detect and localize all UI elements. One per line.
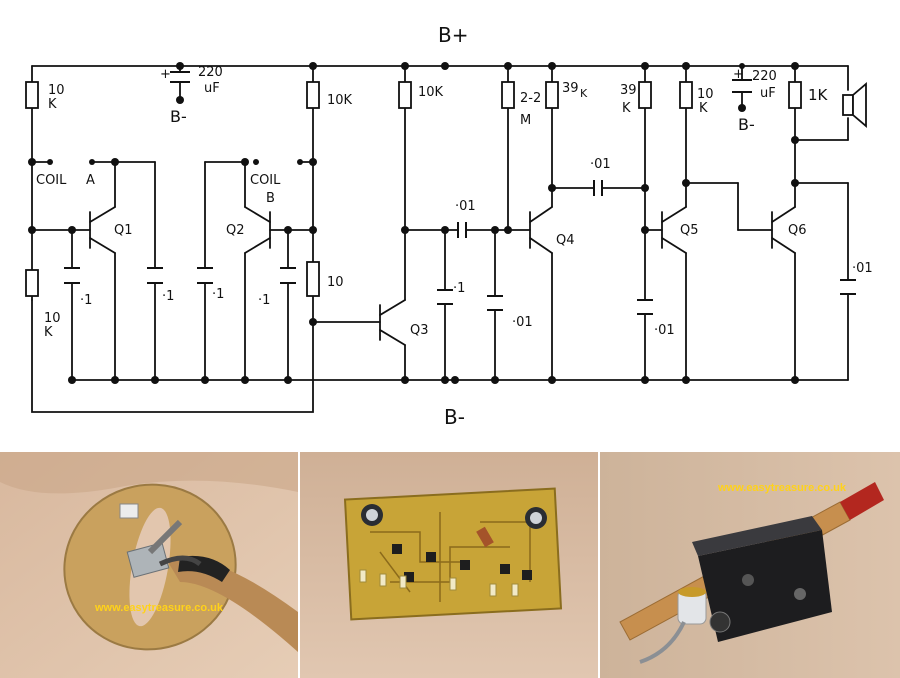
label-c-b4: ·01	[512, 315, 533, 330]
capacitor-c-q2	[280, 267, 296, 284]
label-b-minus: B-	[444, 405, 465, 429]
capacitor-c-b4	[487, 295, 503, 311]
label-r2-unit: K	[44, 325, 53, 340]
junctions	[28, 62, 799, 384]
resistor-r4	[306, 261, 320, 297]
capacitor-c-q2c	[197, 267, 213, 284]
label-r1-value: 10	[48, 83, 65, 98]
capacitor-c-q1c	[147, 267, 163, 284]
label-c1-plus: +	[160, 67, 171, 82]
resistor-r7	[545, 81, 559, 109]
label-coil-a-2: A	[86, 173, 95, 188]
label-b-plus: B+	[438, 23, 468, 47]
label-r9-unit: K	[699, 101, 708, 116]
circuit-board-photo	[300, 452, 598, 678]
label-c-q1: ·1	[80, 293, 92, 308]
circuit-schematic: B+ B- 10 K 10 K 10K 10 10K 2-2 M 39 K 39…	[25, 23, 873, 429]
capacitor-c-out	[840, 279, 856, 295]
label-q6: Q6	[788, 223, 807, 238]
label-c-out: ·01	[852, 261, 873, 276]
label-r8-value: 39	[620, 83, 637, 98]
label-c1-unit: uF	[204, 81, 220, 96]
label-r6-unit: M	[520, 113, 531, 128]
label-c2-plus: +	[733, 67, 744, 82]
label-c-q2c: ·1	[212, 287, 224, 302]
label-coil-b-1: COIL	[250, 173, 281, 188]
label-r4: 10	[327, 275, 344, 290]
label-r5-value: 10K	[418, 85, 444, 100]
capacitor-c-coup2	[593, 180, 603, 196]
label-q2: Q2	[226, 223, 245, 238]
label-c1-value: 220	[198, 65, 223, 80]
label-c-q1c: ·1	[162, 289, 174, 304]
label-c-coup1: ·01	[455, 199, 476, 214]
watermark-right: www.easytreasure.co.uk	[718, 482, 846, 494]
resistor-r3	[306, 81, 320, 109]
label-c-coup2: ·01	[590, 157, 611, 172]
label-c2-negative: B-	[738, 115, 755, 134]
capacitor-c-q3	[437, 289, 453, 305]
watermark-left: www.easytreasure.co.uk	[95, 602, 223, 614]
label-q5: Q5	[680, 223, 699, 238]
electrolytic-c1	[170, 71, 190, 83]
capacitor-c-q5	[637, 299, 653, 315]
label-r3: 10K	[327, 93, 353, 108]
resistor-r2	[25, 269, 39, 297]
speaker-icon	[842, 82, 867, 128]
capacitor-c-q1	[64, 267, 80, 284]
capacitor-c-coup1	[457, 222, 467, 238]
resistor-r9	[679, 81, 693, 109]
label-coil-a-1: COIL	[36, 173, 67, 188]
label-coil-b-2: B	[266, 191, 275, 206]
search-coil-photo: www.easytreasure.co.uk	[0, 452, 298, 678]
label-r10: 1K	[808, 86, 829, 104]
label-c2-value: 220	[752, 69, 777, 84]
label-c1-negative: B-	[170, 107, 187, 126]
label-r9-value: 10	[697, 87, 714, 102]
label-q3: Q3	[410, 323, 429, 338]
control-box-photo: www.easytreasure.co.uk	[600, 452, 900, 678]
electrolytic-c2	[732, 79, 752, 93]
label-c-q5: ·01	[654, 323, 675, 338]
resistor-r5	[398, 81, 412, 109]
resistor-r10	[788, 81, 802, 109]
label-r7-unit: K	[580, 87, 588, 100]
label-r2-value: 10	[44, 311, 61, 326]
label-c2-unit: uF	[760, 86, 776, 101]
label-r7-value: 39	[562, 81, 579, 96]
label-c-q3: ·1	[453, 281, 465, 296]
label-q1: Q1	[114, 223, 133, 238]
label-r8-unit: K	[622, 101, 631, 116]
label-c-q2: ·1	[258, 293, 270, 308]
label-r1-unit: K	[48, 97, 57, 112]
resistor-r1	[25, 81, 39, 109]
label-r6-value: 2-2	[520, 91, 541, 106]
resistor-r8	[638, 81, 652, 109]
label-q4: Q4	[556, 233, 575, 248]
resistor-r6	[501, 81, 515, 109]
